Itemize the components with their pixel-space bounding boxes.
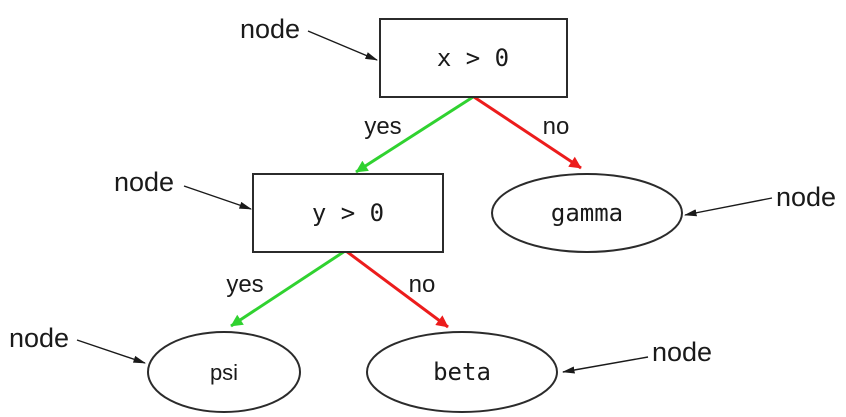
annotation-arrow-psi (76, 339, 146, 364)
annotation-arrow-root (307, 30, 378, 61)
leaf-node-beta-ellipse (366, 331, 558, 413)
edge-root-no-arrow (473, 95, 582, 170)
leaf-node-gamma-label: gamma (551, 199, 623, 227)
leaf-node-beta-label: beta (433, 358, 491, 386)
decision-node-inner-label: y > 0 (312, 199, 384, 227)
leaf-node-psi-label: psi (210, 360, 238, 385)
leaf-node-gamma-ellipse (491, 173, 683, 253)
edge-label-root-no: no (543, 113, 570, 140)
annotation-label-psi: node (9, 323, 69, 353)
annotation-label-beta: node (652, 337, 712, 367)
annotation-label-inner: node (114, 167, 174, 197)
edge-label-inner-yes: yes (226, 271, 263, 298)
decision-node-root-rect (379, 18, 568, 98)
annotation-arrow-beta (561, 356, 649, 374)
annotation-label-gamma: node (776, 182, 836, 212)
edge-label-root-yes: yes (364, 113, 401, 140)
annotation-label-root: node (240, 14, 300, 44)
annotation-arrow-gamma (683, 197, 773, 217)
edge-inner-yes-arrow (230, 249, 346, 328)
leaf-node-psi-ellipse (147, 331, 301, 413)
decision-node-inner-rect (252, 173, 444, 253)
decision-node-root-label: x > 0 (437, 44, 509, 72)
edge-inner-no-arrow (345, 249, 449, 329)
annotation-arrow-inner (183, 185, 252, 210)
edge-root-yes-arrow (355, 95, 474, 174)
edge-label-inner-no: no (409, 271, 436, 298)
